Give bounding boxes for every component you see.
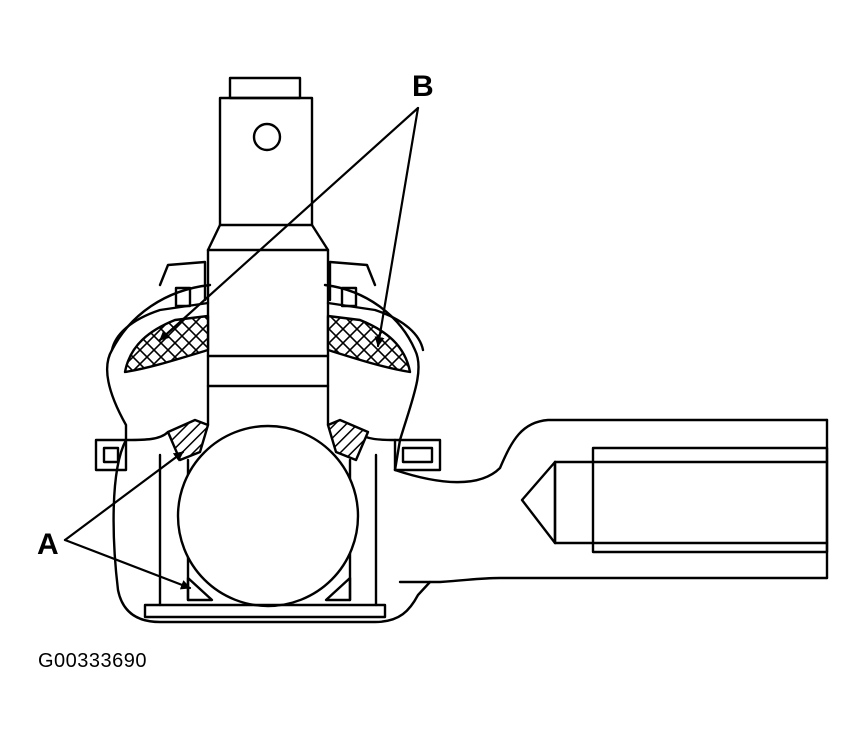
ball-stud-shaft	[206, 76, 330, 427]
dust-boot-left	[110, 301, 210, 374]
callout-label-b: B	[412, 70, 434, 103]
ball-joint	[176, 424, 360, 608]
dust-boot-right	[326, 301, 425, 374]
tie-rod-arm	[393, 418, 829, 584]
upper-bearing-right	[326, 418, 370, 462]
left-flange	[94, 430, 170, 472]
lower-bearing-right	[324, 576, 352, 602]
callout-b-arrows	[158, 106, 420, 348]
upper-seat-left	[158, 260, 207, 308]
threaded-rod	[520, 446, 829, 554]
figure-id-label: G00333690	[38, 650, 148, 672]
callout-a-arrows	[63, 450, 192, 590]
callout-label-a: A	[37, 528, 59, 561]
bottom-plug	[143, 603, 387, 619]
